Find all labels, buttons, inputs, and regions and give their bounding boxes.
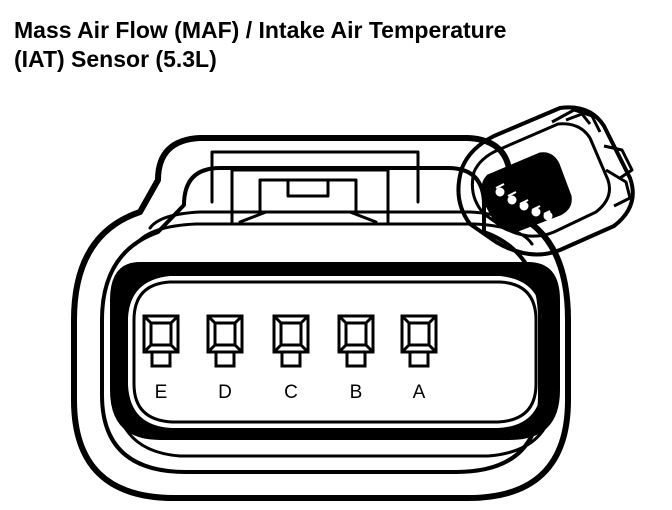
shell-bottom-rib-1 <box>116 409 554 458</box>
pin-label-C: C <box>284 382 298 403</box>
lock-tab-inner <box>258 178 358 214</box>
terminal-row <box>142 314 438 368</box>
terminal-C <box>272 314 310 368</box>
pin-label-A: A <box>413 382 426 403</box>
pin-label-B: B <box>350 382 363 403</box>
title-line-1: Mass Air Flow (MAF) / Intake Air Tempera… <box>14 17 507 43</box>
lock-tab-outer <box>230 168 390 224</box>
terminal-B <box>337 314 375 368</box>
terminal-A <box>400 314 438 368</box>
title-line-2: (IAT) Sensor (5.3L) <box>14 46 217 72</box>
terminal-E <box>142 314 180 368</box>
pin-cavity-border <box>132 280 538 424</box>
lock-tab-housing <box>210 150 420 204</box>
diagram-title: Mass Air Flow (MAF) / Intake Air Tempera… <box>14 16 654 74</box>
terminal-D <box>206 314 244 368</box>
connector-3d-thumbnail <box>456 105 635 257</box>
lock-tab-notch <box>286 178 330 198</box>
pin-label-D: D <box>218 382 232 403</box>
pin-label-E: E <box>155 382 168 403</box>
